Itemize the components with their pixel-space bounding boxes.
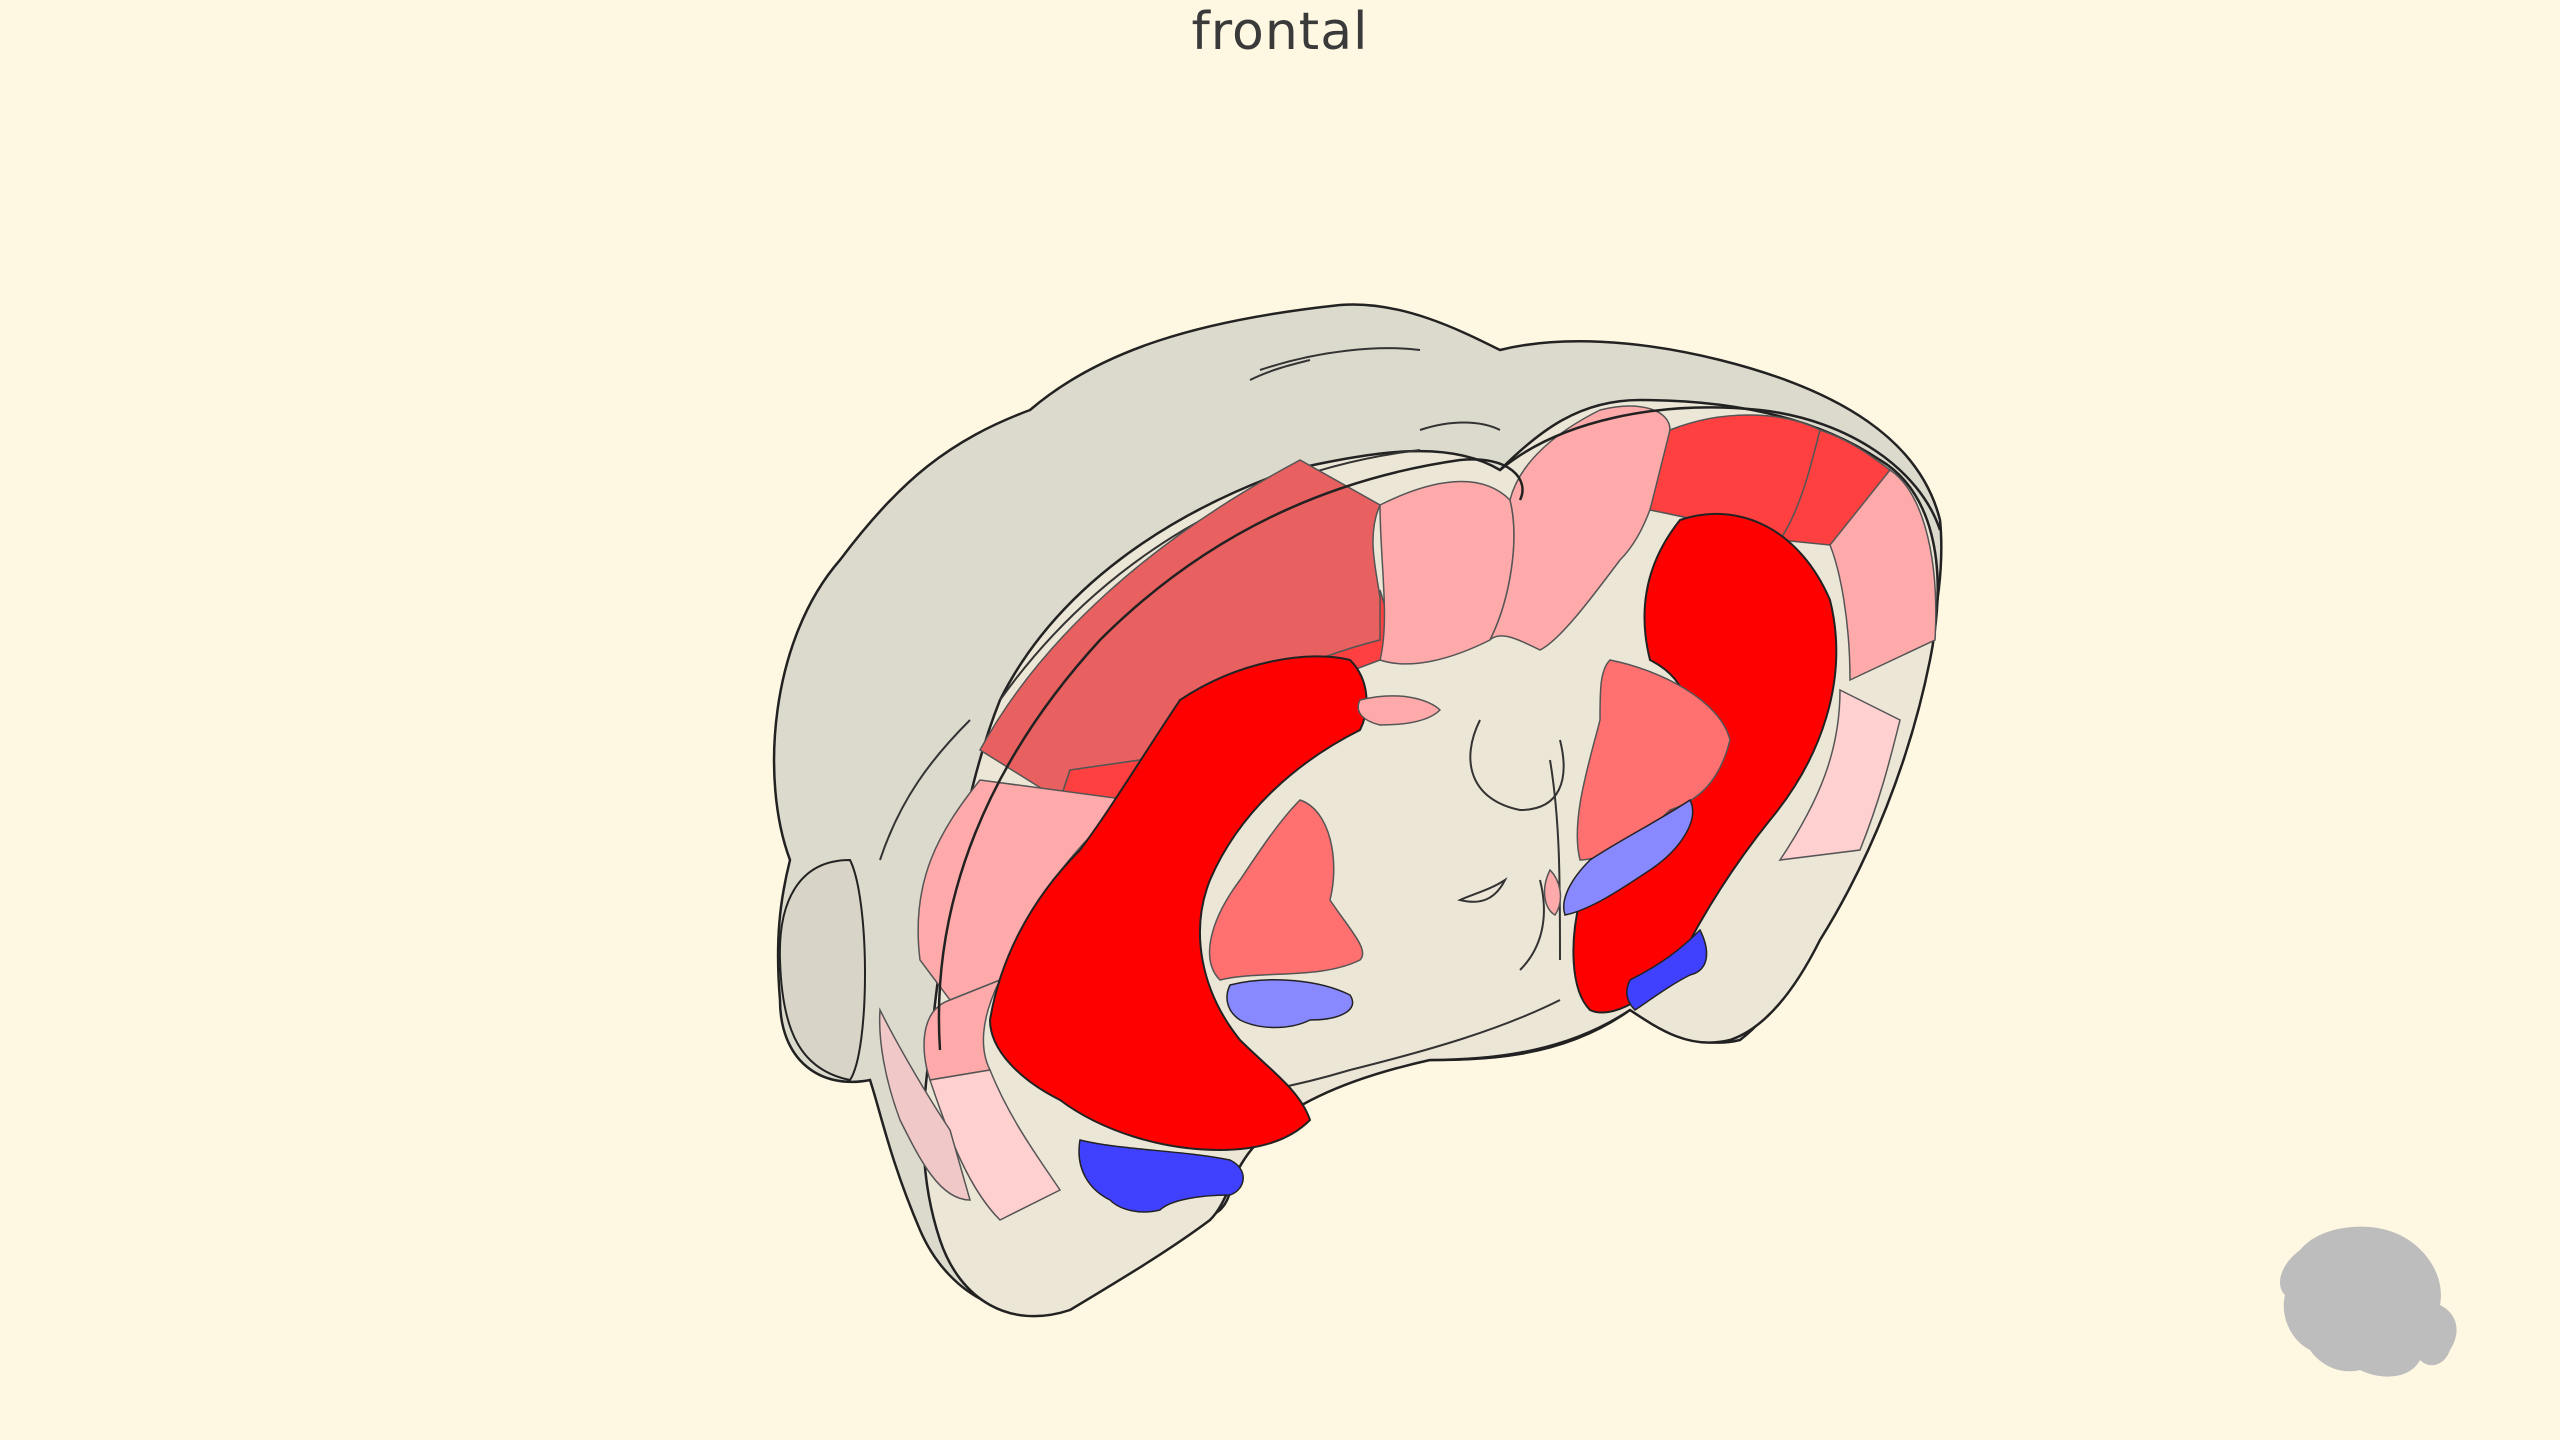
region-pallidum-left[interactable] (1208, 799, 1364, 981)
region-small-pink-right[interactable] (1543, 868, 1562, 916)
region-blue-right-upper[interactable] (1563, 798, 1694, 916)
region-cortex-ventral-right[interactable] (1778, 688, 1901, 861)
orientation-widget[interactable] (2260, 1210, 2460, 1390)
region-small-pink-left[interactable] (1357, 695, 1442, 726)
region-blue-right-lower[interactable] (1625, 928, 1708, 1011)
region-cortex-lateral-right[interactable] (1829, 468, 1937, 682)
section-rim-outline (937, 458, 1524, 1051)
section-rim-outline-right (1499, 406, 1942, 531)
region-cortex-dorsal-center[interactable] (1489, 405, 1671, 651)
region-blue-left-upper[interactable] (1226, 979, 1354, 1029)
view-title: frontal (1191, 2, 1369, 62)
region-blue-left-lower[interactable] (1078, 1139, 1244, 1213)
brain-orientation-icon (2280, 1226, 2457, 1377)
brain-shell-lobe (778, 858, 866, 1082)
region-striatum-left[interactable] (988, 655, 1368, 1152)
region-cortex-ventral-left-2[interactable] (878, 1007, 971, 1201)
contour-lines (879, 347, 1565, 1102)
